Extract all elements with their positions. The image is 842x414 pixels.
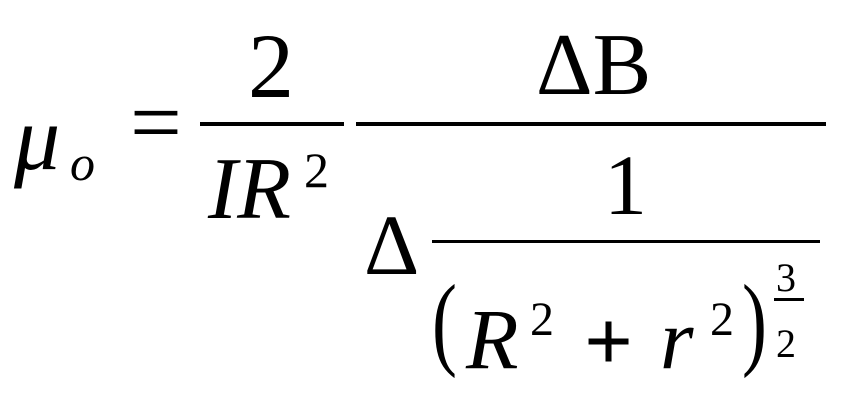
term1-exponent: 2 [530, 293, 554, 346]
inner-fraction-numerator: 1 [604, 137, 647, 233]
term2-base: r [660, 291, 694, 387]
first-fraction-denominator-base: IR [208, 141, 292, 238]
close-paren: ) [742, 264, 767, 379]
first-fraction-numerator: 2 [248, 15, 294, 117]
outer-exponent-numerator: 3 [776, 255, 796, 300]
mu-subscript: o [70, 135, 95, 191]
mu-symbol: μ [14, 87, 61, 189]
term2-exponent: 2 [710, 293, 734, 346]
term1-base: R [466, 291, 519, 387]
first-fraction-bar [200, 122, 344, 126]
equals-sign: = [130, 71, 182, 173]
delta-symbol: Δ [364, 197, 420, 293]
outer-exponent-bar [774, 298, 804, 301]
first-fraction-denominator-exponent: 2 [304, 142, 329, 198]
outer-exponent-denominator: 2 [776, 321, 796, 366]
inner-fraction-bar [432, 240, 820, 243]
open-paren: ( [432, 264, 457, 379]
second-fraction-bar [356, 122, 826, 126]
second-fraction-numerator: ΔB [536, 17, 652, 114]
plus-sign: + [584, 293, 634, 389]
